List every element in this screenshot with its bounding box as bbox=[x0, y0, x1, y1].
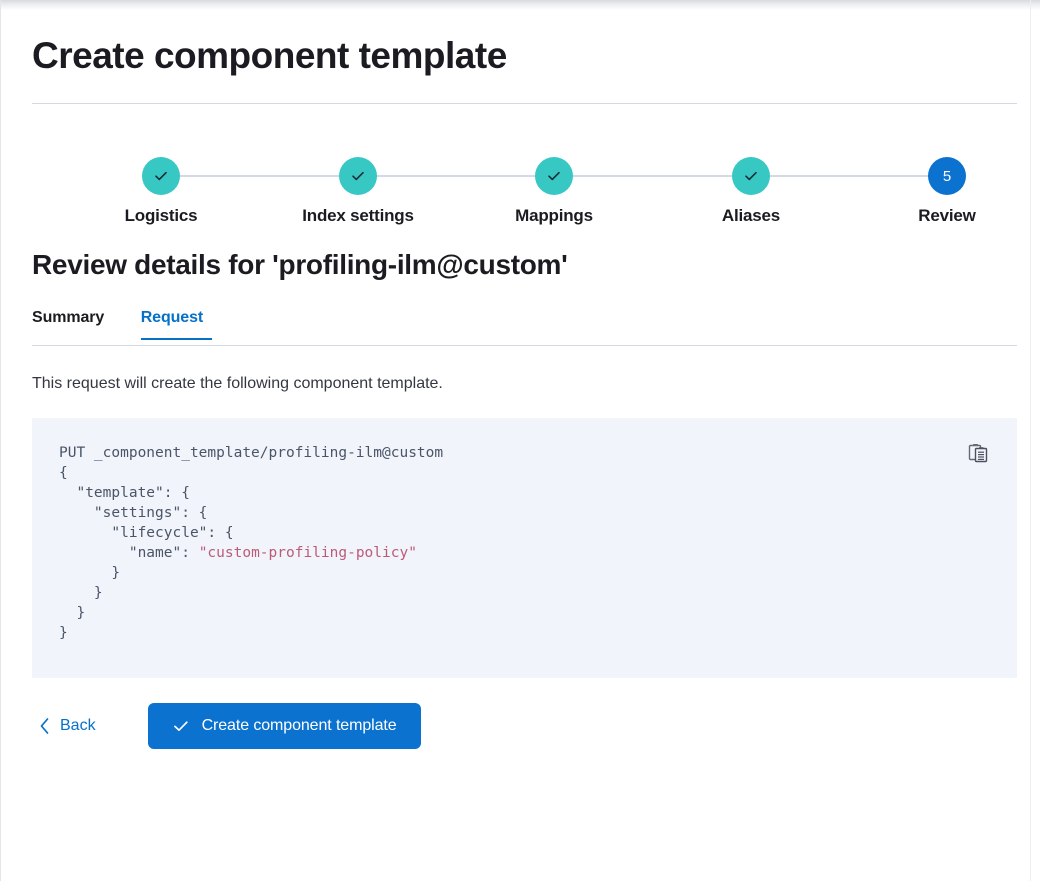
step-indicator-index-settings bbox=[339, 157, 377, 195]
check-icon bbox=[548, 171, 560, 181]
step-label-logistics: Logistics bbox=[124, 206, 198, 225]
code-policy-name-value: "custom-profiling-policy" bbox=[198, 545, 417, 561]
copy-clipboard-icon bbox=[968, 444, 988, 463]
create-component-template-label: Create component template bbox=[201, 717, 397, 734]
step-logistics[interactable]: Logistics bbox=[71, 157, 251, 226]
page-right-border bbox=[1030, 0, 1031, 881]
tab-request[interactable]: Request bbox=[140, 309, 213, 340]
code-line-7: } bbox=[59, 585, 103, 601]
step-label-aliases: Aliases bbox=[721, 206, 781, 225]
code-line-6: } bbox=[59, 565, 121, 581]
code-method-line: PUT _component_template/profiling-ilm@cu… bbox=[59, 445, 444, 461]
step-connector-2 bbox=[358, 175, 554, 177]
chevron-left-icon bbox=[40, 718, 49, 734]
code-line-9: } bbox=[59, 625, 68, 641]
create-component-template-button[interactable]: Create component template bbox=[147, 703, 421, 749]
code-line-8: } bbox=[59, 605, 86, 621]
step-review[interactable]: 5 Review bbox=[857, 157, 1037, 226]
step-label-mappings: Mappings bbox=[515, 206, 593, 225]
request-code: PUT _component_template/profiling-ilm@cu… bbox=[32, 418, 1017, 643]
code-line-5: "name": bbox=[59, 545, 199, 561]
step-indicator-review: 5 bbox=[928, 157, 966, 195]
step-index-settings[interactable]: Index settings bbox=[268, 157, 448, 226]
step-label-index-settings: Index settings bbox=[302, 206, 414, 225]
back-button-label: Back bbox=[60, 717, 96, 734]
check-icon bbox=[173, 721, 188, 732]
step-number: 5 bbox=[942, 167, 952, 185]
step-connector-3 bbox=[554, 175, 751, 177]
step-mappings[interactable]: Mappings bbox=[464, 157, 644, 226]
code-line-1: { bbox=[59, 465, 68, 481]
step-indicator-aliases bbox=[732, 157, 770, 195]
code-line-3: "settings": { bbox=[59, 505, 208, 521]
wizard-stepper: Logistics Index settings Mappings bbox=[32, 157, 1017, 235]
tab-summary[interactable]: Summary bbox=[32, 309, 105, 326]
back-button[interactable]: Back bbox=[32, 711, 104, 741]
check-icon bbox=[155, 171, 167, 181]
wizard-footer: Back Create component template bbox=[32, 703, 999, 749]
code-line-4: "lifecycle": { bbox=[59, 525, 234, 541]
copy-request-button[interactable] bbox=[965, 440, 991, 466]
title-divider bbox=[32, 103, 1017, 104]
page-left-border bbox=[0, 0, 1, 881]
review-tabs: Summary Request bbox=[32, 308, 1017, 346]
step-connector-4 bbox=[751, 175, 947, 177]
step-connector-1 bbox=[161, 175, 358, 177]
request-description: This request will create the following c… bbox=[32, 375, 443, 392]
page-title: Create component template bbox=[32, 35, 507, 76]
window-top-shade bbox=[0, 0, 1040, 10]
step-indicator-mappings bbox=[535, 157, 573, 195]
step-indicator-logistics bbox=[142, 157, 180, 195]
check-icon bbox=[352, 171, 364, 181]
check-icon bbox=[745, 171, 757, 181]
step-aliases[interactable]: Aliases bbox=[661, 157, 841, 226]
step-label-review: Review bbox=[918, 206, 976, 225]
review-heading: Review details for 'profiling-ilm@custom… bbox=[32, 249, 568, 280]
code-line-2: "template": { bbox=[59, 485, 190, 501]
request-code-panel: PUT _component_template/profiling-ilm@cu… bbox=[32, 418, 1017, 678]
